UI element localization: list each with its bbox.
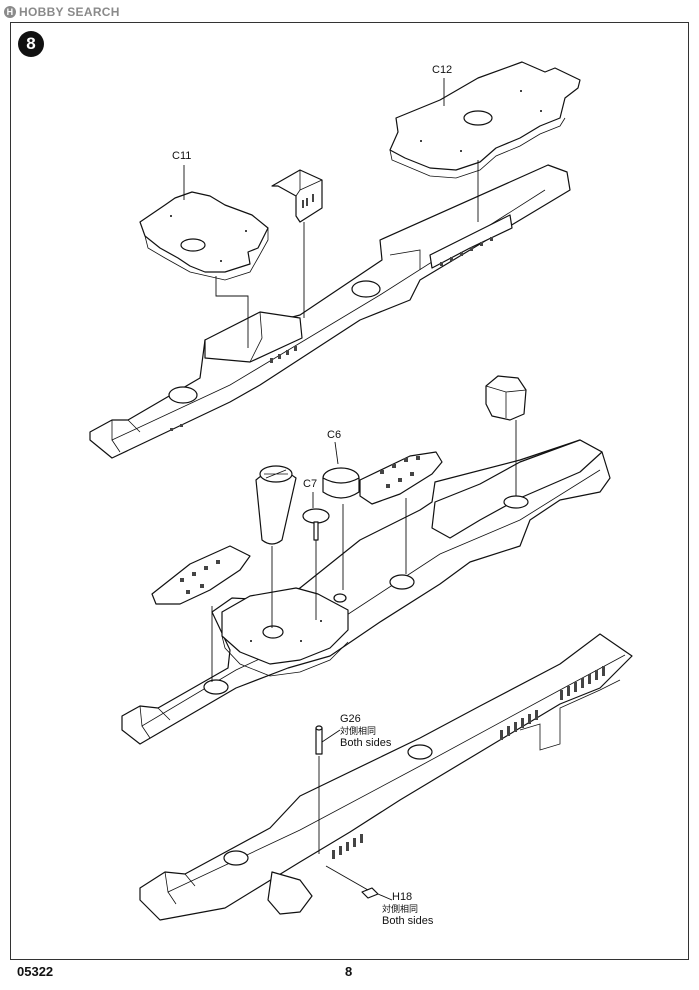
kit-code: 05322 — [17, 964, 54, 979]
note-g26-jp: 対側相同 — [340, 726, 377, 736]
label-c7: C7 — [303, 478, 318, 490]
lower-keel-block — [267, 871, 313, 915]
lower-hull-assembly — [139, 633, 633, 921]
page-number: 8 — [345, 964, 353, 979]
leader-lines — [183, 78, 517, 901]
note-h18-en: Both sides — [382, 915, 434, 927]
part-gun-house — [485, 375, 527, 421]
part-machinery-right — [359, 451, 443, 505]
middle-superstructure — [221, 587, 349, 665]
label-h18: H18 — [392, 891, 413, 903]
page-frame — [10, 22, 689, 960]
part-bridge-block — [271, 169, 323, 223]
label-c12: C12 — [432, 64, 453, 76]
part-c11 — [139, 191, 269, 281]
step-number-badge: 8 — [18, 31, 44, 57]
part-funnel — [255, 465, 297, 545]
part-c6 — [322, 467, 360, 499]
part-c7 — [302, 508, 330, 541]
label-g26: G26 — [340, 713, 361, 725]
part-machinery-left — [151, 545, 251, 605]
part-c12 — [389, 61, 581, 179]
note-g26-en: Both sides — [340, 737, 392, 749]
part-h18 — [361, 887, 379, 899]
watermark: H HOBBY SEARCH — [4, 5, 120, 19]
middle-hull-assembly — [121, 439, 611, 745]
lower-hull-body — [139, 633, 633, 921]
label-c6: C6 — [327, 429, 342, 441]
watermark-text: HOBBY SEARCH — [19, 5, 120, 19]
note-h18-jp: 対側相同 — [382, 904, 419, 914]
middle-deck-plate — [431, 439, 603, 539]
part-g26 — [315, 725, 323, 755]
label-c11: C11 — [172, 150, 192, 162]
hobby-search-logo-icon: H — [4, 6, 16, 18]
upper-hull-assembly — [89, 164, 571, 459]
upper-hull-body — [89, 164, 571, 459]
